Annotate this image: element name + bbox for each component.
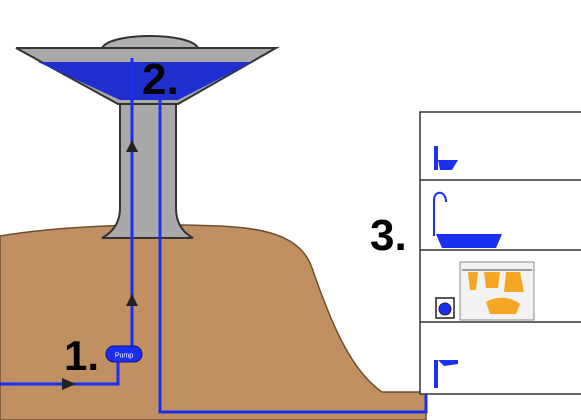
flow-arrows bbox=[62, 140, 138, 390]
washing-machine-icon bbox=[435, 297, 455, 319]
flow-arrow-icon bbox=[126, 294, 138, 306]
pump-icon: Pump bbox=[105, 345, 143, 363]
bathtub-icon bbox=[436, 234, 502, 248]
tap-icon bbox=[434, 360, 458, 388]
sink-icon bbox=[434, 146, 458, 170]
building bbox=[419, 111, 581, 395]
shower-icon bbox=[433, 191, 447, 236]
step-label-1: 1. bbox=[64, 332, 99, 379]
ground-hill bbox=[0, 224, 427, 420]
inlet-pipe bbox=[0, 358, 120, 386]
flow-arrow-icon bbox=[62, 378, 76, 390]
step-label-3: 3. bbox=[370, 211, 407, 260]
tank-water bbox=[38, 62, 252, 100]
flow-arrow-icon bbox=[126, 140, 138, 152]
step-label-2: 2. bbox=[142, 55, 179, 104]
pump-label: Pump bbox=[115, 353, 133, 360]
tank-dome bbox=[100, 35, 200, 49]
laundry-icon bbox=[459, 261, 535, 321]
water-tower-icon bbox=[101, 103, 194, 239]
